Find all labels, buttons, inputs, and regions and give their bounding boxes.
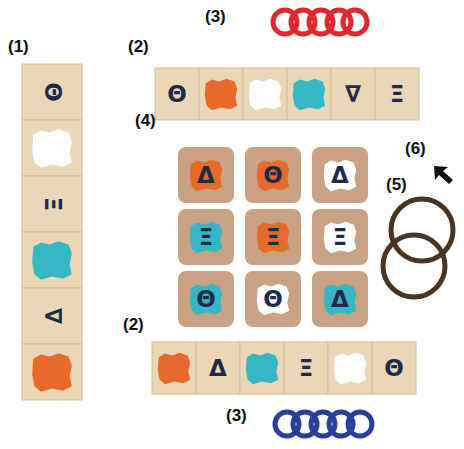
tile-symbol: Θ — [196, 288, 216, 311]
tile-row-bottom — [152, 342, 416, 394]
tile-symbol: Δ — [209, 357, 227, 380]
tile-symbol: ∇ — [345, 83, 361, 106]
callout-number: (2) — [128, 38, 149, 55]
tile-grid — [178, 147, 368, 327]
callout-number: (6) — [405, 140, 426, 157]
tile-symbol: Ξ — [266, 226, 281, 249]
tile-row-top — [155, 68, 419, 120]
callout-number: (3) — [205, 8, 226, 25]
callout-number: (4) — [135, 112, 156, 129]
tile-column — [22, 64, 82, 400]
tile-symbol: Ξ — [333, 226, 348, 249]
tile-symbol: Θ — [384, 357, 404, 380]
red-chain — [273, 10, 367, 34]
tile-symbol: Ξ — [41, 197, 64, 212]
callout-number: (1) — [8, 38, 29, 55]
tile-symbol: Θ — [263, 164, 283, 187]
tile-symbol: Θ — [263, 288, 283, 311]
pointer-arrow — [434, 166, 453, 184]
tile-symbol: Ξ — [199, 226, 214, 249]
tile-symbol: ∇ — [41, 308, 64, 324]
brown-rings — [383, 199, 453, 297]
blue-chain — [275, 412, 372, 436]
tile-symbol: Δ — [331, 288, 349, 311]
callout-number: (2) — [123, 316, 144, 333]
callout-number: (5) — [386, 176, 407, 193]
tile-symbol: Θ — [41, 82, 64, 102]
tile-symbol: Δ — [331, 164, 349, 187]
callout-number: (3) — [226, 407, 247, 424]
tile-symbol: Ξ — [390, 83, 405, 106]
tile-symbol: Δ — [197, 164, 215, 187]
tile-symbol: Ξ — [299, 357, 314, 380]
tile-symbol: Θ — [167, 83, 187, 106]
